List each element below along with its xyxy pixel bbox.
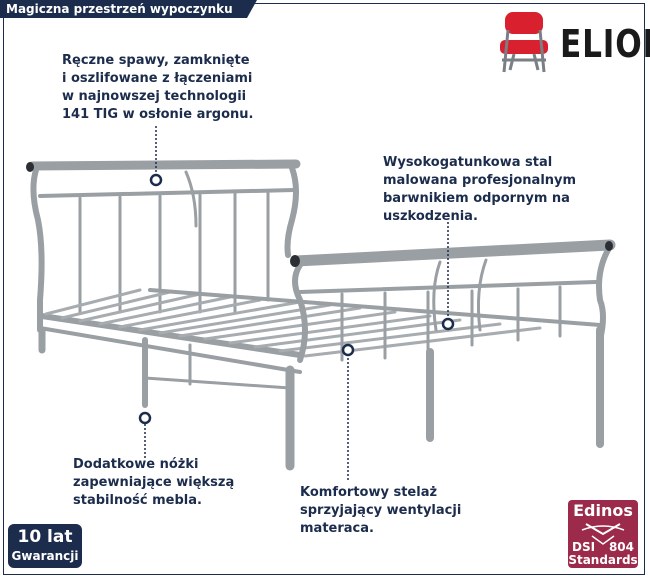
brand-name: ELIOR xyxy=(560,22,650,66)
edinos-right: 804 xyxy=(608,540,634,554)
edinos-bottom: Standards xyxy=(568,553,638,567)
callout-line: 141 TIG w osłonie argonu. xyxy=(62,107,254,122)
callout-line: Komfortowy stelaż xyxy=(300,485,438,500)
edinos-standards-badge: Edinos DSI 804 Standards xyxy=(568,500,638,568)
callout-legs: Dodatkowe nóżki zapewniające większą sta… xyxy=(73,456,273,510)
callout-line: Wysokogatunkowa stal xyxy=(383,155,553,170)
callout-line: materaca. xyxy=(300,521,374,536)
callout-line: stabilność mebla. xyxy=(73,493,202,508)
warranty-badge: 10 lat Gwarancji xyxy=(8,524,82,568)
callout-line: uszkodzenia. xyxy=(383,209,478,224)
page-frame xyxy=(3,3,645,575)
callout-welds: Ręczne spawy, zamknięte i oszlifowane z … xyxy=(62,52,302,124)
edinos-left: DSI xyxy=(572,540,596,554)
callout-line: malowana profesjonalnym xyxy=(383,173,577,188)
callout-line: sprzyjający wentylacji xyxy=(300,503,462,518)
callout-slats: Komfortowy stelaż sprzyjający wentylacji… xyxy=(300,484,500,538)
callout-line: Dodatkowe nóżki xyxy=(73,457,199,472)
callout-line: zapewniające większą xyxy=(73,475,235,490)
callout-line: barwnikiem odpornym na xyxy=(383,191,570,206)
callout-line: i oszlifowane z łączeniami xyxy=(62,71,253,86)
edinos-name: Edinos xyxy=(573,501,633,520)
warranty-label: Gwarancji xyxy=(11,549,79,563)
warranty-years: 10 lat xyxy=(17,527,73,547)
callout-line: w najnowszej technologii xyxy=(62,89,247,104)
edinos-emblem-icon xyxy=(581,523,625,545)
page-title: Magiczna przestrzeń wypoczynku xyxy=(0,0,257,18)
callout-paint: Wysokogatunkowa stal malowana profesjona… xyxy=(383,154,623,226)
callout-line: Ręczne spawy, zamknięte xyxy=(62,53,250,68)
